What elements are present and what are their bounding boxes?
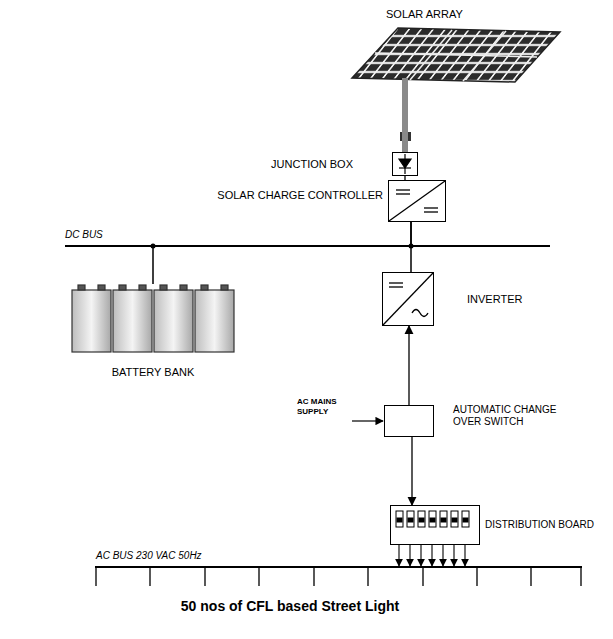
box-label: JUNCTION BOX [271, 158, 353, 170]
ac-bus-line [95, 566, 582, 568]
connector-line [408, 326, 409, 405]
box-label: INVERTER [467, 293, 522, 305]
solar-array: SOLAR ARRAY [352, 28, 560, 78]
solar-panel [352, 28, 560, 82]
box-label: DISTRIBUTION BOARD [485, 519, 594, 531]
connector-line [411, 437, 412, 505]
street-light-drops [96, 567, 581, 586]
changeover-switch: AUTOMATIC CHANGE OVER SWITCH [384, 405, 434, 437]
box-label: SOLAR ARRAY [386, 8, 463, 20]
box-label: AUTOMATIC CHANGE OVER SWITCH [453, 404, 571, 428]
charge-controller: SOLAR CHARGE CONTROLLER [388, 180, 446, 222]
feeder-arrows [399, 545, 465, 566]
caption-note: 50 nos of CFL based Street Light [0, 598, 580, 614]
inverter: INVERTER [382, 272, 434, 326]
diode-symbol [399, 154, 411, 174]
mains-arrow [352, 420, 383, 421]
battery-bank: BATTERY BANK [70, 284, 236, 352]
connector-line [402, 78, 408, 152]
battery-cells [72, 285, 234, 352]
bus-name: AC BUS 230 VAC 50Hz [96, 550, 202, 561]
breakers [396, 511, 469, 527]
dc-dc-symbol [389, 181, 445, 221]
junction-box: JUNCTION BOX [392, 152, 418, 176]
bus-name: DC BUS [65, 229, 103, 240]
dc-ac-symbol [383, 273, 433, 325]
box-label: BATTERY BANK [70, 366, 236, 378]
connector-line [153, 222, 411, 284]
supply-name: AC MAINS SUPPLY [297, 397, 349, 417]
box-label: SOLAR CHARGE CONTROLLER [217, 189, 383, 201]
distribution-board: DISTRIBUTION BOARD [390, 505, 480, 545]
